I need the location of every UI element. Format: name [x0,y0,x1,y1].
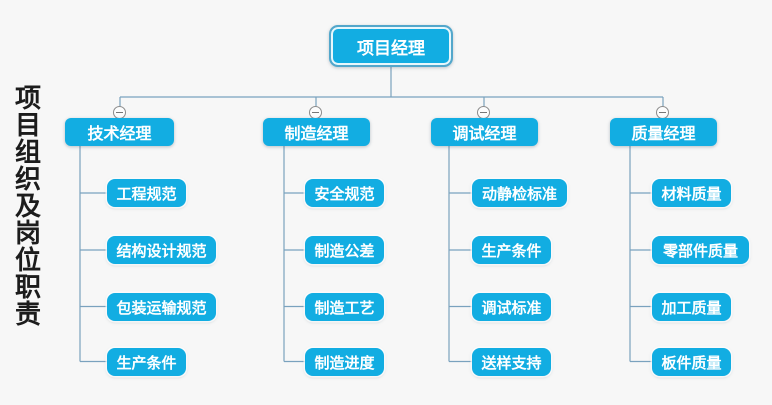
child-node[interactable]: 零部件质量 [652,236,749,264]
child-node[interactable]: 制造进度 [305,348,384,376]
page-title: 项目组织及岗位职责 [11,84,42,327]
child-node[interactable]: 制造工艺 [305,293,384,321]
branch-node-manufacturing-manager[interactable]: 制造经理 [263,118,370,146]
child-node[interactable]: 送样支持 [472,348,551,376]
child-node[interactable]: 工程规范 [107,179,186,207]
child-node[interactable]: 包装运输规范 [107,293,216,321]
child-node[interactable]: 调试标准 [472,293,551,321]
child-node[interactable]: 动静检标准 [472,179,567,207]
minus-glyph [116,112,123,113]
minus-glyph [659,112,666,113]
child-node[interactable]: 材料质量 [652,179,731,207]
child-node[interactable]: 生产条件 [472,236,551,264]
child-node[interactable]: 生产条件 [107,348,186,376]
root-node-project-manager[interactable]: 项目经理 [329,25,453,67]
child-node[interactable]: 结构设计规范 [107,236,216,264]
child-node[interactable]: 安全规范 [305,179,384,207]
child-node[interactable]: 板件质量 [652,348,731,376]
child-node[interactable]: 加工质量 [652,293,731,321]
child-node[interactable]: 制造公差 [305,236,384,264]
minus-glyph [312,112,319,113]
branch-node-commissioning-manager[interactable]: 调试经理 [431,118,538,146]
branch-node-quality-manager[interactable]: 质量经理 [610,118,717,146]
branch-node-technical-manager[interactable]: 技术经理 [65,118,174,146]
minus-glyph [480,112,487,113]
